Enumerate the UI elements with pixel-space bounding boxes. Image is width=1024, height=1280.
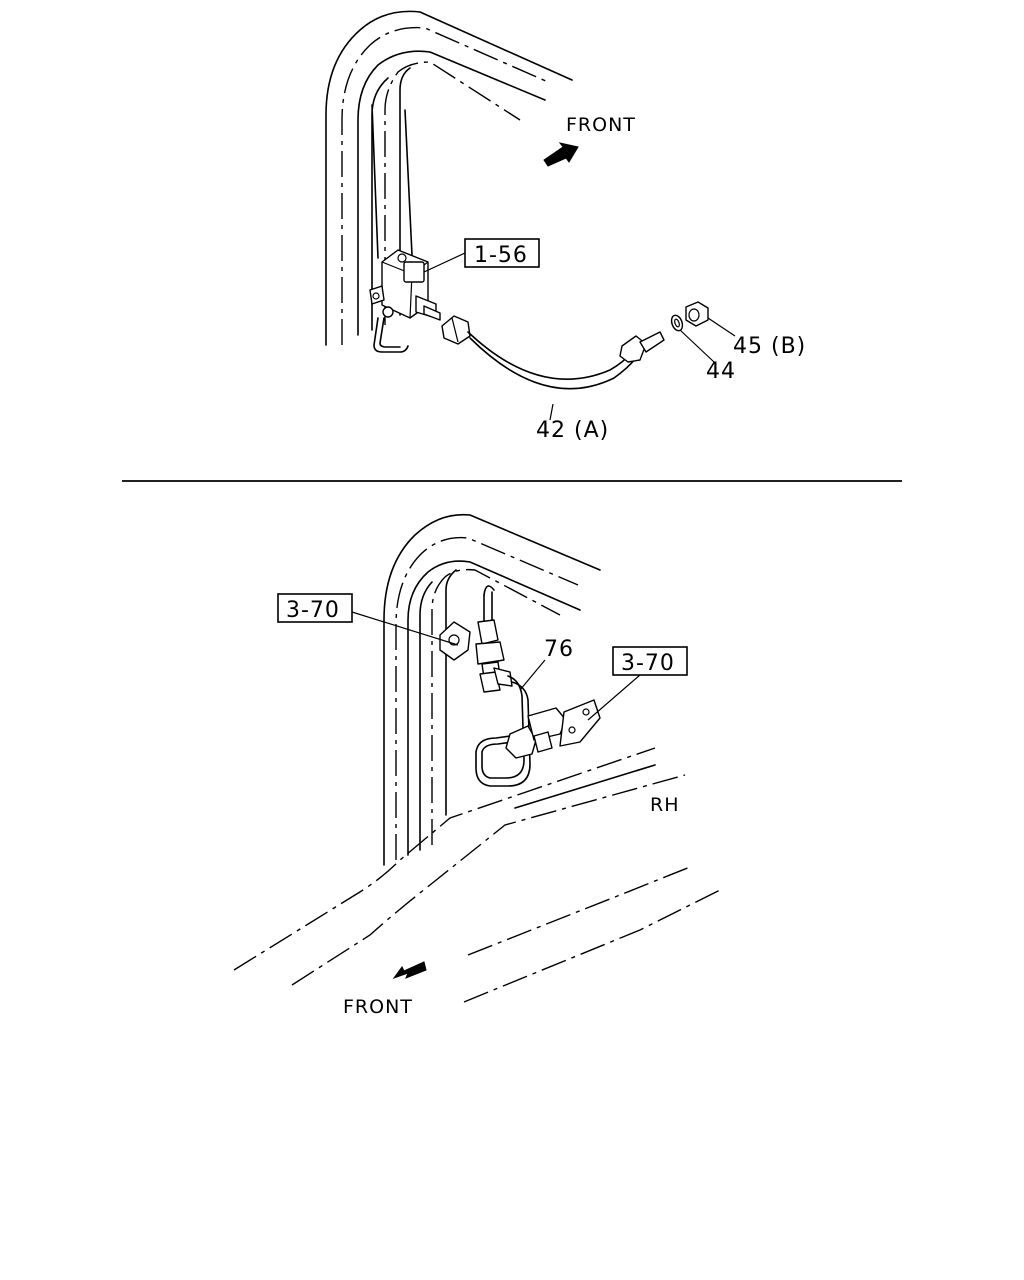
front-arrow-bottom-icon bbox=[392, 961, 427, 980]
ref-box-3-70-left: 3-70 bbox=[277, 593, 459, 646]
callout-76: 76 bbox=[544, 637, 574, 662]
hose-42a bbox=[441, 315, 665, 390]
ref-box-3-70-right-text: 3-70 bbox=[621, 651, 675, 676]
leader-44 bbox=[679, 329, 715, 363]
nut-45b bbox=[685, 301, 709, 327]
front-label-top: FRONT bbox=[566, 114, 636, 136]
bracket-right bbox=[505, 699, 601, 759]
callout-45b: 45 (B) bbox=[733, 334, 806, 359]
callout-44: 44 bbox=[706, 359, 736, 384]
ref-box-3-70-left-text: 3-70 bbox=[286, 598, 340, 623]
front-label-bottom: FRONT bbox=[343, 996, 413, 1018]
ref-box-1-56-text: 1-56 bbox=[474, 243, 528, 268]
leader-45b bbox=[707, 317, 736, 337]
leader-42a bbox=[549, 403, 554, 421]
bracket-left bbox=[439, 619, 513, 693]
bottom-view: 3-70 3-70 76 RH FRONT bbox=[233, 513, 721, 1018]
washer-44 bbox=[670, 314, 684, 332]
top-frame bbox=[325, 10, 573, 346]
side-label-rh: RH bbox=[650, 794, 680, 816]
top-view: FRONT 1-56 bbox=[325, 10, 806, 443]
ref-box-3-70-right: 3-70 bbox=[587, 646, 688, 721]
callout-42a: 42 (A) bbox=[536, 418, 609, 443]
ref-box-1-56: 1-56 bbox=[423, 238, 540, 273]
front-arrow-icon bbox=[543, 142, 579, 167]
leader-76 bbox=[519, 659, 546, 691]
bottom-frame bbox=[233, 513, 721, 1003]
valve-block bbox=[369, 249, 441, 353]
